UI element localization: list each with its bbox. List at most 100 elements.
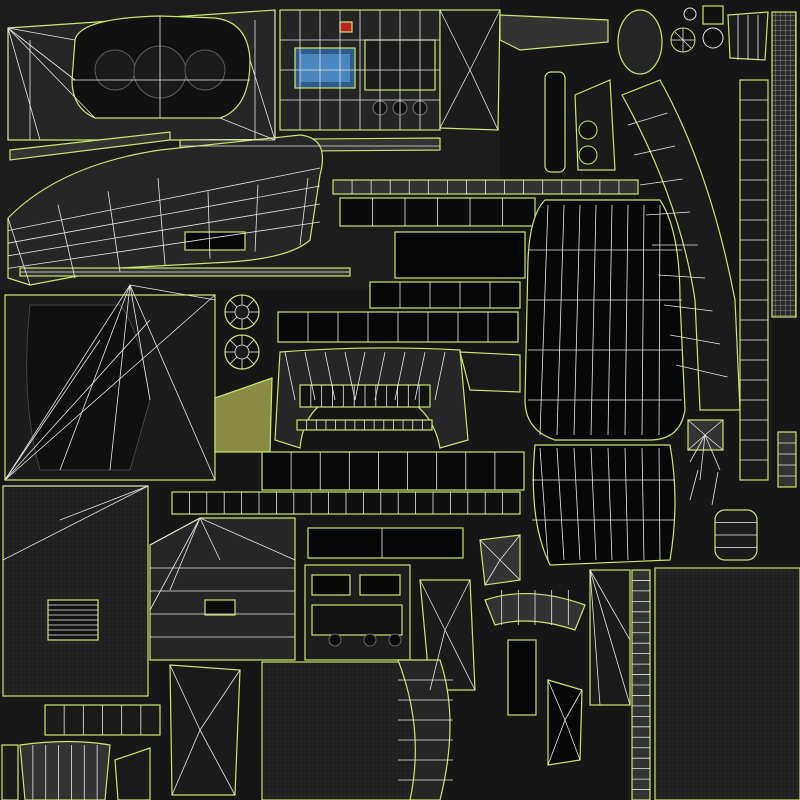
pedal-wire <box>547 719 566 766</box>
head-unit-knob <box>363 633 377 647</box>
mount-knob <box>578 145 598 165</box>
radio-screen-glow <box>300 54 350 82</box>
speaker-cone <box>234 344 250 360</box>
shroud-wire <box>394 351 406 401</box>
dash-wire <box>7 185 321 244</box>
tunnel-trim <box>397 659 451 800</box>
cushion-wire <box>590 447 597 561</box>
fragment-wire <box>704 434 721 471</box>
uv-wireframe <box>2 9 796 800</box>
clip-wire <box>687 419 706 436</box>
seat-wire <box>556 204 565 436</box>
cubby-panel <box>307 527 464 559</box>
door-wire <box>4 319 151 481</box>
pedal-wire <box>564 719 581 761</box>
cluster-wire <box>7 27 76 41</box>
fragment-wire <box>711 471 719 506</box>
carpet-texture <box>263 663 431 799</box>
shroud-wire <box>324 351 336 401</box>
bolster-wire <box>645 211 691 216</box>
bracket-wire <box>484 559 501 586</box>
glovebox-latch <box>204 599 236 616</box>
bolster-wire <box>633 145 676 156</box>
cushion-wire <box>539 447 549 561</box>
head-unit-knob <box>328 633 342 647</box>
door-lower-wire <box>169 664 201 731</box>
mount-knob <box>578 120 598 140</box>
bolster-wire <box>669 334 721 345</box>
cushion-wire <box>658 447 661 561</box>
shroud-wire <box>344 351 356 401</box>
door-lower-wire <box>171 729 201 796</box>
cluster-wire <box>219 117 276 141</box>
speaker-wire <box>229 356 238 365</box>
seat-wire <box>624 204 629 436</box>
mat-wire <box>59 485 149 521</box>
door-wire <box>4 294 216 481</box>
side-trim-wire <box>589 569 631 641</box>
dash-wire <box>7 203 321 257</box>
shroud-wire <box>354 351 366 401</box>
door-wire <box>109 284 131 471</box>
pillar-lower-wire <box>419 579 446 631</box>
gauge-dial <box>184 49 226 91</box>
pedal-wire <box>547 679 566 721</box>
side-trim-wire <box>589 569 631 706</box>
seat-back <box>524 199 686 441</box>
side-trim-wire <box>589 569 601 706</box>
dash-wire <box>7 167 321 231</box>
ring-knob <box>702 27 724 49</box>
glove-wire <box>199 517 221 561</box>
cushion-wire <box>556 447 565 561</box>
cushion-wire <box>573 447 581 561</box>
seat-wire <box>658 204 661 436</box>
seat-wire <box>590 204 597 436</box>
pedal-wire <box>564 689 583 721</box>
dash-wire <box>57 204 76 279</box>
speaker-cone <box>234 304 250 320</box>
speaker-wire <box>229 339 238 348</box>
fragment-wire <box>699 434 706 481</box>
clip-wire <box>704 434 724 451</box>
bolster-wire <box>657 274 706 279</box>
bezel-wire <box>439 69 471 129</box>
bolster-wire <box>675 364 728 378</box>
roof-strip-grid <box>771 11 797 318</box>
cushion-wire <box>641 447 645 561</box>
dash-wire <box>107 191 121 272</box>
bolster-wire <box>639 178 683 186</box>
dash-cutout <box>184 231 246 251</box>
console-face <box>261 451 525 491</box>
floor-mat-texture <box>4 487 147 695</box>
sun-visor-clip <box>544 71 566 173</box>
seat-cushion <box>532 444 676 566</box>
seat-wire <box>607 204 613 436</box>
footrest <box>19 740 111 800</box>
speaker-wire <box>246 356 255 365</box>
door-wire <box>129 284 216 481</box>
head-unit-slot <box>311 574 351 596</box>
shroud-side <box>459 351 521 393</box>
shroud-wire <box>374 351 386 401</box>
speaker-wire <box>246 316 255 325</box>
bracket-wire <box>499 559 521 581</box>
bezel-wire <box>469 69 499 131</box>
dash-wire <box>157 177 166 266</box>
bolster-wire <box>663 304 713 312</box>
cluster-wire <box>249 59 276 141</box>
cluster-wire <box>7 27 96 119</box>
speaker-wire <box>246 339 255 348</box>
bracket-wire <box>499 534 521 561</box>
gauge-dial <box>94 49 136 91</box>
door-lower-wire <box>199 729 236 796</box>
round-trim-cap <box>617 9 663 75</box>
kick-plate <box>1 744 19 800</box>
bolster-wire <box>627 112 668 126</box>
floor-panel-right-texture <box>656 569 799 799</box>
door-wire <box>4 284 131 481</box>
seat-wire <box>573 204 581 436</box>
glove-wire <box>199 517 296 561</box>
clip-wire <box>687 434 706 451</box>
cushion-wire <box>624 447 629 561</box>
